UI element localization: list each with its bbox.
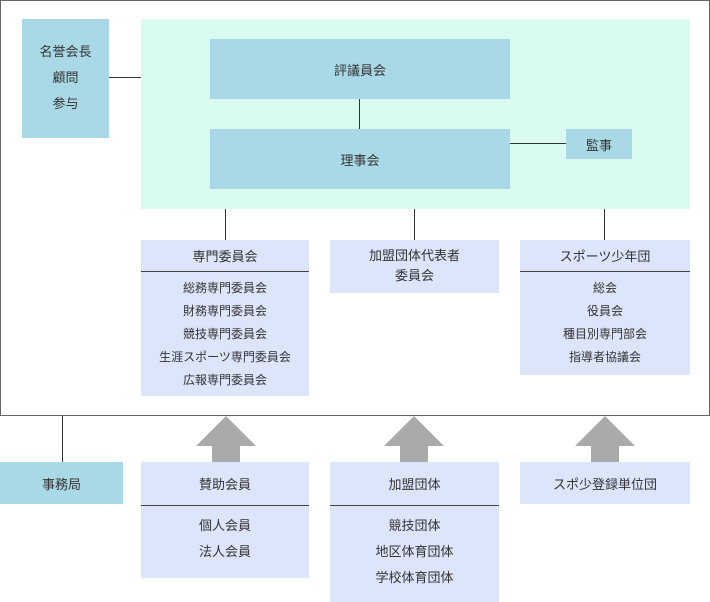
sports-youth-group-title: スポーツ少年団: [520, 240, 690, 272]
list-item: 役員会: [586, 304, 623, 318]
member-representatives-committee-line1: 加盟団体代表者: [368, 248, 460, 264]
council-label: 評議員会: [333, 63, 386, 79]
committee-connector-2: [414, 209, 415, 240]
honorary-chair: 名誉会長: [39, 44, 92, 60]
council-box: 評議員会: [210, 39, 510, 99]
list-item: 法人会員: [198, 545, 251, 560]
registered-youth-units-box: スポ少登録単位団: [520, 462, 690, 504]
affiliated-organizations-list: 競技団体 地区体育団体 学校体育団体: [330, 506, 499, 592]
secretariat-box: 事務局: [0, 462, 123, 504]
auditor-box: 監事: [566, 129, 632, 159]
member-representatives-committee-line2: 委員会: [394, 268, 434, 284]
up-arrow-icon: [575, 416, 635, 462]
list-item: 総務専門委員会: [182, 281, 267, 295]
committee-connector-1: [225, 209, 226, 240]
list-item: 学校体育団体: [375, 571, 454, 586]
up-arrows: [196, 416, 635, 462]
list-item: 競技専門委員会: [182, 327, 267, 341]
list-item: 財務専門委員会: [182, 304, 267, 318]
list-item: 地区体育団体: [375, 545, 454, 560]
sports-youth-group-list: 総会 役員会 種目別専門部会 指導者協議会: [520, 272, 690, 369]
sports-youth-group-box: スポーツ少年団 総会 役員会 種目別専門部会 指導者協議会: [520, 240, 690, 375]
supporting-members-title-text: 賛助会員: [198, 478, 251, 493]
specialist-committee-list: 総務専門委員会 財務専門委員会 競技専門委員会 生涯スポーツ専門委員会 広報専門…: [141, 272, 309, 392]
supporting-members-list: 個人会員 法人会員: [141, 506, 309, 566]
member-representatives-committee-box: 加盟団体代表者 委員会: [330, 240, 499, 293]
supporting-members-box: 賛助会員 個人会員 法人会員: [141, 462, 309, 578]
list-item: 個人会員: [198, 519, 251, 534]
up-arrow-icon: [196, 416, 256, 462]
sports-youth-group-title-text: スポーツ少年団: [559, 250, 651, 265]
secretariat-label: 事務局: [41, 477, 81, 493]
honorary-box: 名誉会長 顧問 参与: [22, 19, 109, 138]
list-item: 総会: [592, 281, 617, 295]
affiliated-organizations-title-text: 加盟団体: [388, 478, 441, 493]
supporting-members-title: 賛助会員: [141, 462, 309, 506]
list-item: 指導者協議会: [568, 350, 641, 364]
council-board-connector: [359, 99, 360, 129]
board-auditor-connector: [510, 143, 566, 144]
up-arrow-icon: [384, 416, 444, 462]
secretariat-connector: [62, 416, 63, 462]
committee-connector-3: [604, 209, 605, 240]
honorary-counselor: 参与: [52, 96, 79, 112]
board-label: 理事会: [340, 153, 380, 169]
specialist-committee-title: 専門委員会: [141, 240, 309, 272]
list-item: 種目別専門部会: [562, 327, 647, 341]
honorary-advisor: 顧問: [52, 70, 79, 86]
list-item: 競技団体: [388, 519, 441, 534]
list-item: 広報専門委員会: [182, 373, 267, 387]
specialist-committee-title-text: 専門委員会: [192, 250, 258, 265]
honorary-connector: [109, 77, 141, 78]
specialist-committee-box: 専門委員会 総務専門委員会 財務専門委員会 競技専門委員会 生涯スポーツ専門委員…: [141, 240, 309, 396]
registered-youth-units-label: スポ少登録単位団: [552, 477, 657, 493]
list-item: 生涯スポーツ専門委員会: [159, 350, 291, 364]
auditor-label: 監事: [585, 138, 612, 154]
board-box: 理事会: [210, 129, 510, 189]
affiliated-organizations-box: 加盟団体 競技団体 地区体育団体 学校体育団体: [330, 462, 499, 602]
affiliated-organizations-title: 加盟団体: [330, 462, 499, 506]
